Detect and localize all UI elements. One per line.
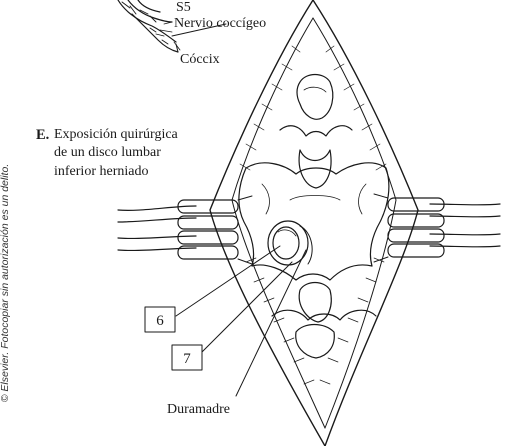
section-letter: E. bbox=[36, 127, 49, 143]
leader-line-nervio bbox=[171, 23, 227, 37]
label-7: 7 bbox=[183, 351, 191, 367]
label-box-7 bbox=[171, 344, 203, 371]
label-6: 6 bbox=[156, 313, 164, 329]
caption-line-3: inferior herniado bbox=[54, 164, 148, 179]
spinous-processes bbox=[238, 73, 390, 359]
copyright-sidebar: © Elsevier. Fotocopiar sin autorización … bbox=[0, 120, 14, 446]
label-s5: S5 bbox=[176, 0, 191, 15]
herniated-disc bbox=[267, 220, 313, 266]
leader-line-coccix bbox=[175, 43, 179, 53]
leader-line-7 bbox=[199, 261, 293, 355]
label-box-6 bbox=[144, 306, 176, 333]
label-duramadre: Duramadre bbox=[167, 402, 230, 417]
leader-line-6 bbox=[175, 245, 281, 317]
leader-lines bbox=[171, 23, 307, 397]
leader-line-duramadre bbox=[235, 249, 307, 397]
copyright-text: © Elsevier. Fotocopiar sin autorización … bbox=[0, 163, 11, 403]
label-nervio-coccigeo: Nervio coccígeo bbox=[174, 16, 266, 31]
coccyx-fragment bbox=[117, 0, 181, 53]
label-coccix: Cóccix bbox=[180, 52, 220, 67]
caption-line-2: de un disco lumbar bbox=[54, 145, 161, 160]
incision-outline bbox=[209, 0, 419, 446]
right-retractor bbox=[373, 193, 501, 263]
caption-line-1: Exposición quirúrgica bbox=[54, 127, 179, 142]
left-retractor bbox=[117, 195, 253, 265]
